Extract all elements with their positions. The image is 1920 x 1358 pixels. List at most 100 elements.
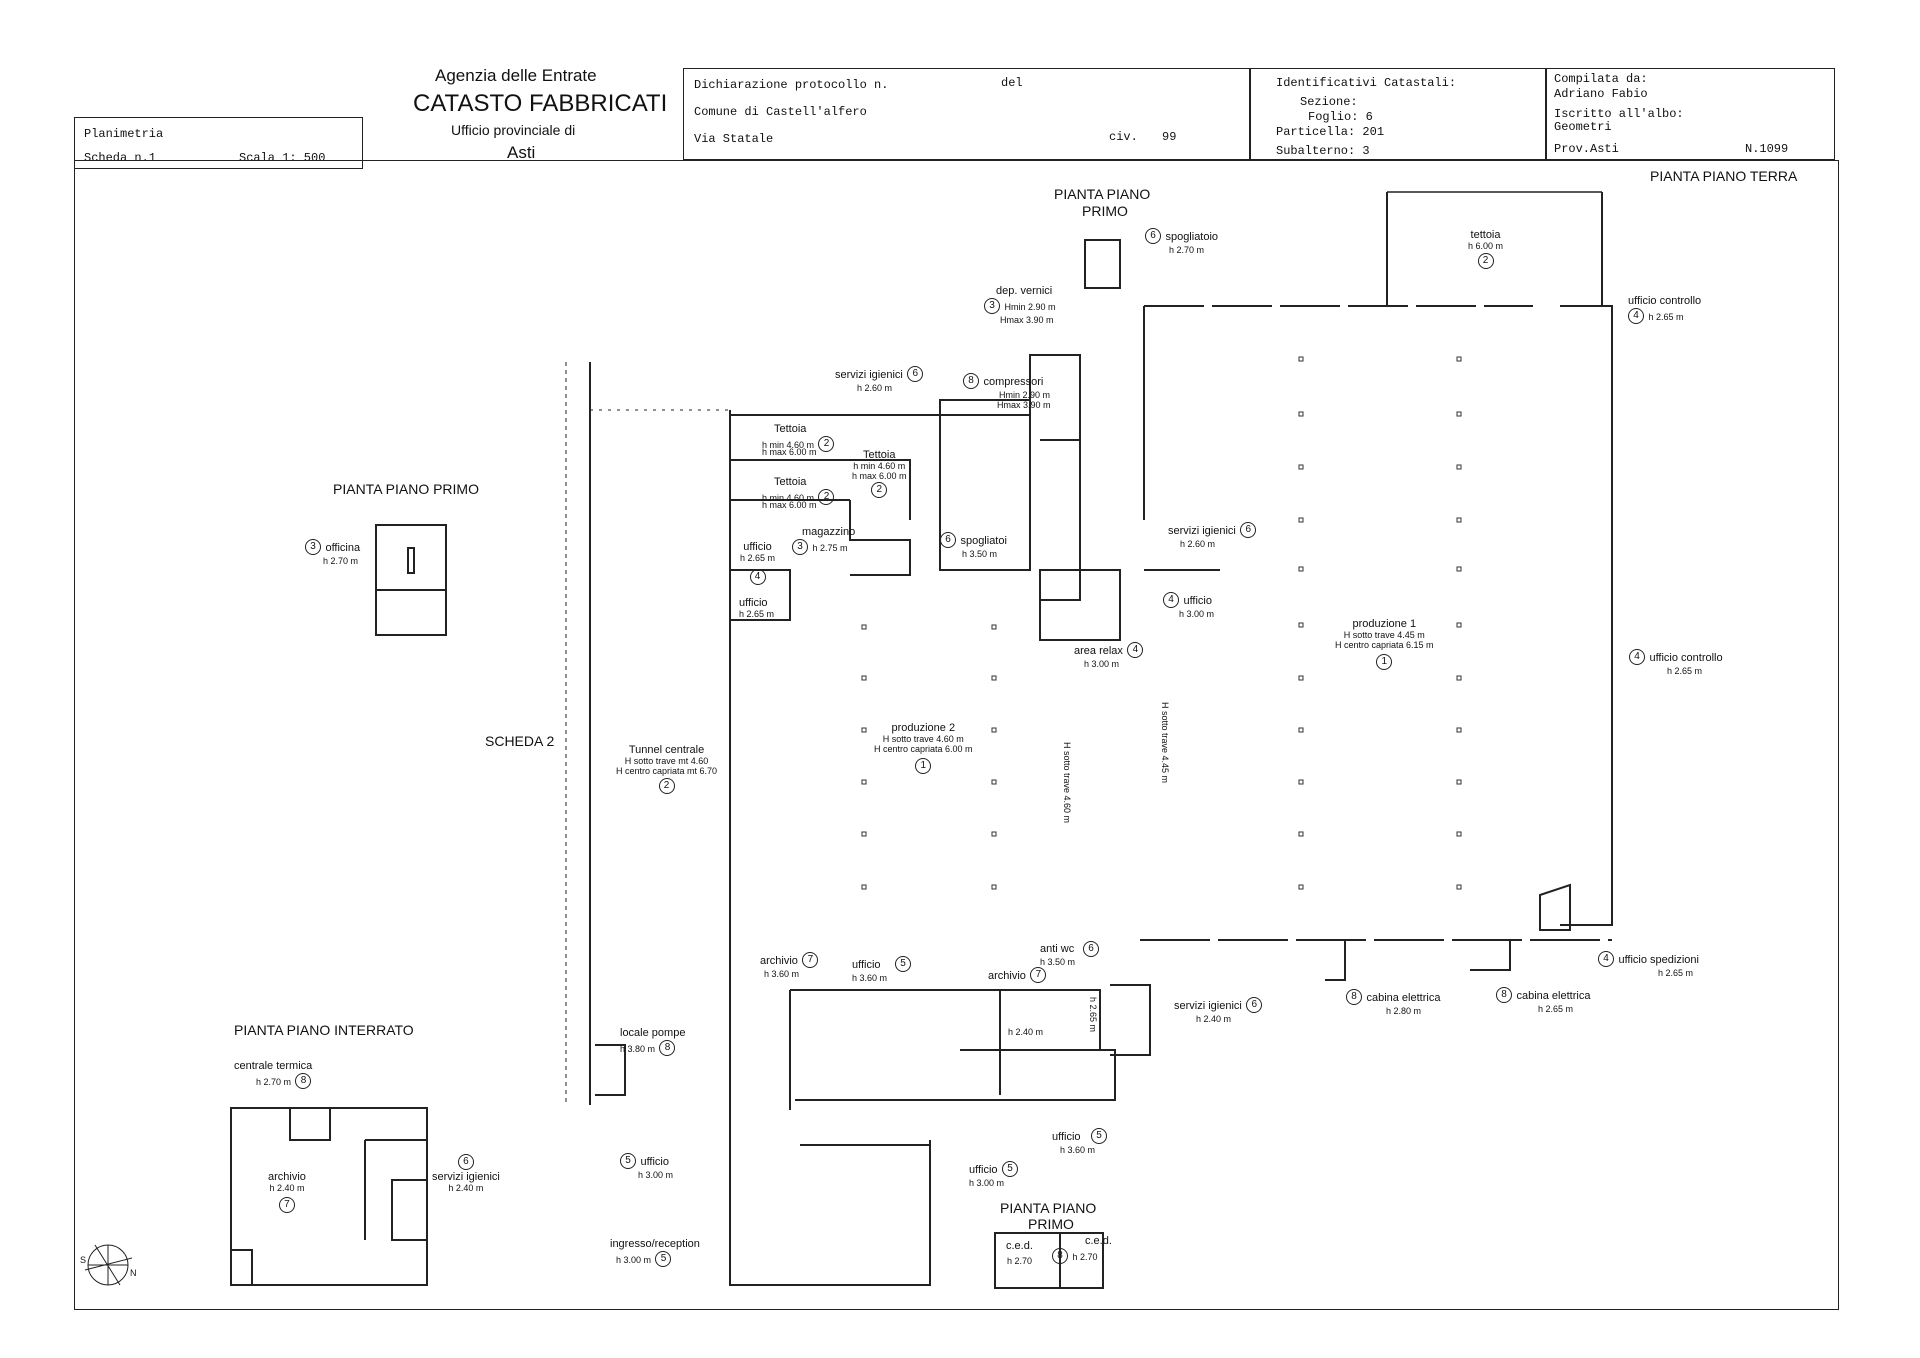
- room-number: 8: [295, 1072, 312, 1089]
- room-number: 1: [915, 758, 932, 774]
- room-height: h 2.65 m: [1648, 312, 1684, 322]
- room-name: servizi igienici: [432, 1171, 500, 1183]
- room-height: h 2.40 m: [448, 1183, 484, 1193]
- room-area-relax: area relax 4 h 3.00 m: [1074, 641, 1144, 669]
- room-servizi-igienici-a: servizi igienici 6 h 2.60 m: [835, 365, 924, 393]
- room-name: servizi igienici: [835, 369, 903, 381]
- room-name: ingresso/reception: [610, 1238, 700, 1250]
- room-number: 2: [871, 481, 888, 498]
- compass-icon: [88, 1245, 128, 1285]
- room-number: 8: [963, 372, 979, 389]
- room-height-max: h max 6.00 m: [762, 447, 817, 457]
- room-ufficio-spedizioni: 4 ufficio spedizioni h 2.65 m: [1598, 950, 1699, 978]
- room-number: 4: [1163, 591, 1179, 608]
- room-number: 5: [1091, 1127, 1107, 1144]
- ufficio-provinciale: Ufficio provinciale di: [451, 122, 576, 138]
- room-number: 7: [278, 1197, 295, 1213]
- room-tettoia-2: Tettoia h min 4.60 m 2 h max 6.00 m: [762, 476, 835, 510]
- room-name: ufficio: [1052, 1131, 1081, 1143]
- room-number: 8: [1346, 988, 1362, 1005]
- room-name: servizi igienici: [1168, 525, 1236, 537]
- room-height: h 2.60 m: [857, 383, 893, 393]
- planimetria-box: [74, 117, 363, 169]
- room-number: 4: [749, 569, 766, 585]
- room-name: ufficio: [739, 597, 768, 609]
- room-anti-wc: anti wc h 3.50 m: [1040, 939, 1075, 967]
- room-tettoia-top: tettoia h 6.00 m 2: [1468, 229, 1503, 269]
- room-name: ufficio controllo: [1628, 295, 1702, 307]
- room-cabina-elettrica-b: 8 cabina elettrica h 2.65 m: [1496, 986, 1590, 1014]
- room-name: ufficio spedizioni: [1618, 954, 1699, 966]
- room-name: Tettoia: [774, 476, 807, 488]
- room-height: h 3.50 m: [962, 549, 998, 559]
- room-height-max: H centro capriata mt 6.70: [616, 766, 718, 776]
- room-tettoia-1: Tettoia h min 4.60 m 2 h max 6.00 m: [762, 423, 835, 457]
- room-number: 6: [1240, 521, 1257, 538]
- room-servizi-igienici-c: servizi igienici 6 h 2.40 m: [1174, 996, 1263, 1024]
- room-height: h 3.50 m: [1040, 957, 1076, 967]
- room-number: 2: [818, 435, 835, 452]
- room-number: 1: [1376, 654, 1393, 670]
- prov-label: Prov.Asti: [1554, 142, 1619, 156]
- room-archivio-a: archivio 7 h 3.60 m: [760, 951, 819, 979]
- room-height: h 2.70: [1072, 1252, 1098, 1262]
- room-ufficio-controllo-right: 4 ufficio controllo h 2.65 m: [1629, 648, 1723, 676]
- room-name: c.e.d.: [1085, 1235, 1112, 1247]
- room-height: h 2.70 m: [256, 1077, 292, 1087]
- room-number: 4: [1598, 950, 1614, 967]
- room-name: locale pompe: [620, 1027, 686, 1039]
- room-height: h 2.40 m: [1196, 1014, 1232, 1024]
- room-height: h 3.00 m: [616, 1255, 652, 1265]
- room-height: h 3.00 m: [1084, 659, 1120, 669]
- vertical-note-3: h 2.65 m: [1088, 997, 1098, 1033]
- room-name: ufficio controllo: [1649, 652, 1723, 664]
- room-name: compressori: [983, 376, 1044, 388]
- room-height: h 2.65 m: [1667, 666, 1703, 676]
- room-number: 8: [659, 1039, 676, 1056]
- room-locale-pompe: locale pompe h 3.80 m 8: [620, 1027, 685, 1057]
- sezione-label: Sezione:: [1300, 95, 1358, 109]
- title-piano-interrato: PIANTA PIANO INTERRATO: [234, 1022, 414, 1038]
- room-produzione-1: produzione 1 H sotto trave 4.45 m H cent…: [1335, 618, 1434, 670]
- room-height: h 2.40 m: [269, 1183, 305, 1193]
- room-number: 2: [818, 488, 835, 505]
- room-name: c.e.d.: [1006, 1240, 1033, 1252]
- drawing-frame: [74, 160, 1839, 1310]
- room-produzione-2: produzione 2 H sotto trave 4.60 m H cent…: [874, 722, 973, 774]
- room-height: h 2.65 m: [1658, 968, 1694, 978]
- room-name: ufficio: [1183, 595, 1212, 607]
- room-number: 5: [620, 1152, 636, 1169]
- room-height: h 2.65 m: [739, 609, 775, 619]
- compass-south-label: S: [80, 1255, 87, 1265]
- room-number: 6: [1083, 940, 1099, 957]
- room-number: 5: [655, 1250, 672, 1267]
- civ-label: civ.: [1109, 130, 1138, 144]
- room-height-max: Hmax 3.90 m: [1000, 315, 1054, 325]
- room-name: archivio: [760, 955, 798, 967]
- room-dep-vernici: dep. vernici 3 Hmin 2.90 m Hmax 3.90 m: [984, 285, 1055, 325]
- room-name: ufficio: [743, 541, 772, 553]
- iscritto-label: Iscritto all'albo:: [1554, 107, 1684, 121]
- room-height: h 3.60 m: [1060, 1145, 1096, 1155]
- room-name: ufficio: [969, 1164, 998, 1176]
- room-name: Tettoia: [863, 449, 896, 461]
- room-height: H sotto trave 4.60 m: [882, 734, 964, 744]
- compilatore-name: Adriano Fabio: [1554, 87, 1648, 101]
- room-height: h 2.65 m: [740, 553, 776, 563]
- room-name: archivio: [268, 1171, 306, 1183]
- title-piano-primo-left: PIANTA PIANO PRIMO: [333, 481, 479, 497]
- room-number: 3: [792, 538, 808, 555]
- title-piano-primo-top-2: PRIMO: [1082, 203, 1128, 219]
- room-number: 6: [1145, 227, 1161, 244]
- room-height: h 2.65 m: [1538, 1004, 1574, 1014]
- agency-name: Agenzia delle Entrate: [435, 66, 597, 85]
- header-frame: [683, 68, 1835, 160]
- room-number: 3: [984, 297, 1000, 314]
- room-height-max: h max 6.00 m: [762, 500, 817, 510]
- room-number: 7: [802, 951, 819, 968]
- room-name: magazzino: [802, 526, 856, 538]
- room-number: 4: [1127, 641, 1144, 658]
- scheda-label: Scheda n.1: [84, 151, 157, 165]
- room-name: cabina elettrica: [1366, 992, 1441, 1004]
